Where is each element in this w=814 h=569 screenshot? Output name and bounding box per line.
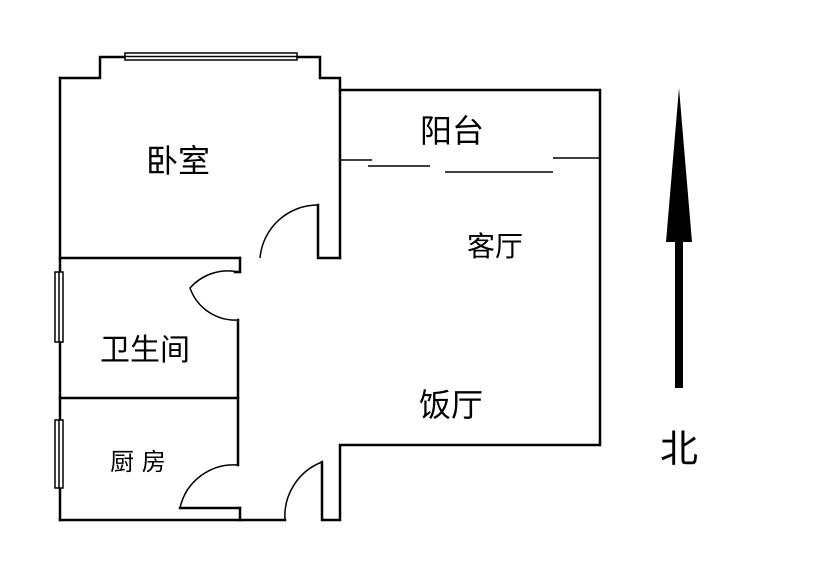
living-room-label: 客厅 — [467, 230, 523, 263]
bathroom-door-swing — [189, 270, 239, 321]
north-label: 北 — [660, 427, 698, 471]
balcony-label: 阳台 — [420, 112, 484, 150]
bedroom-door-swing — [259, 204, 319, 259]
bathroom-door-jamb — [233, 256, 242, 274]
living-outer-wall — [320, 88, 602, 522]
north-arrow-head — [666, 88, 692, 242]
north-arrow-shaft — [675, 238, 683, 388]
bedroom-door-jamb — [316, 203, 342, 260]
left-windows — [54, 271, 64, 489]
bedroom-top-wall — [58, 55, 342, 260]
bathroom-label: 卫生间 — [100, 333, 190, 368]
balcony-partition — [340, 157, 600, 173]
entrance-door-swing — [284, 461, 323, 521]
bedroom-label: 卧室 — [146, 142, 210, 180]
door-swings — [179, 204, 323, 521]
north-arrow-icon — [666, 88, 692, 388]
kitchen-door-swing — [179, 464, 239, 509]
kitchen-label: 厨 房 — [110, 448, 166, 476]
dining-room-label: 饭厅 — [419, 386, 483, 424]
